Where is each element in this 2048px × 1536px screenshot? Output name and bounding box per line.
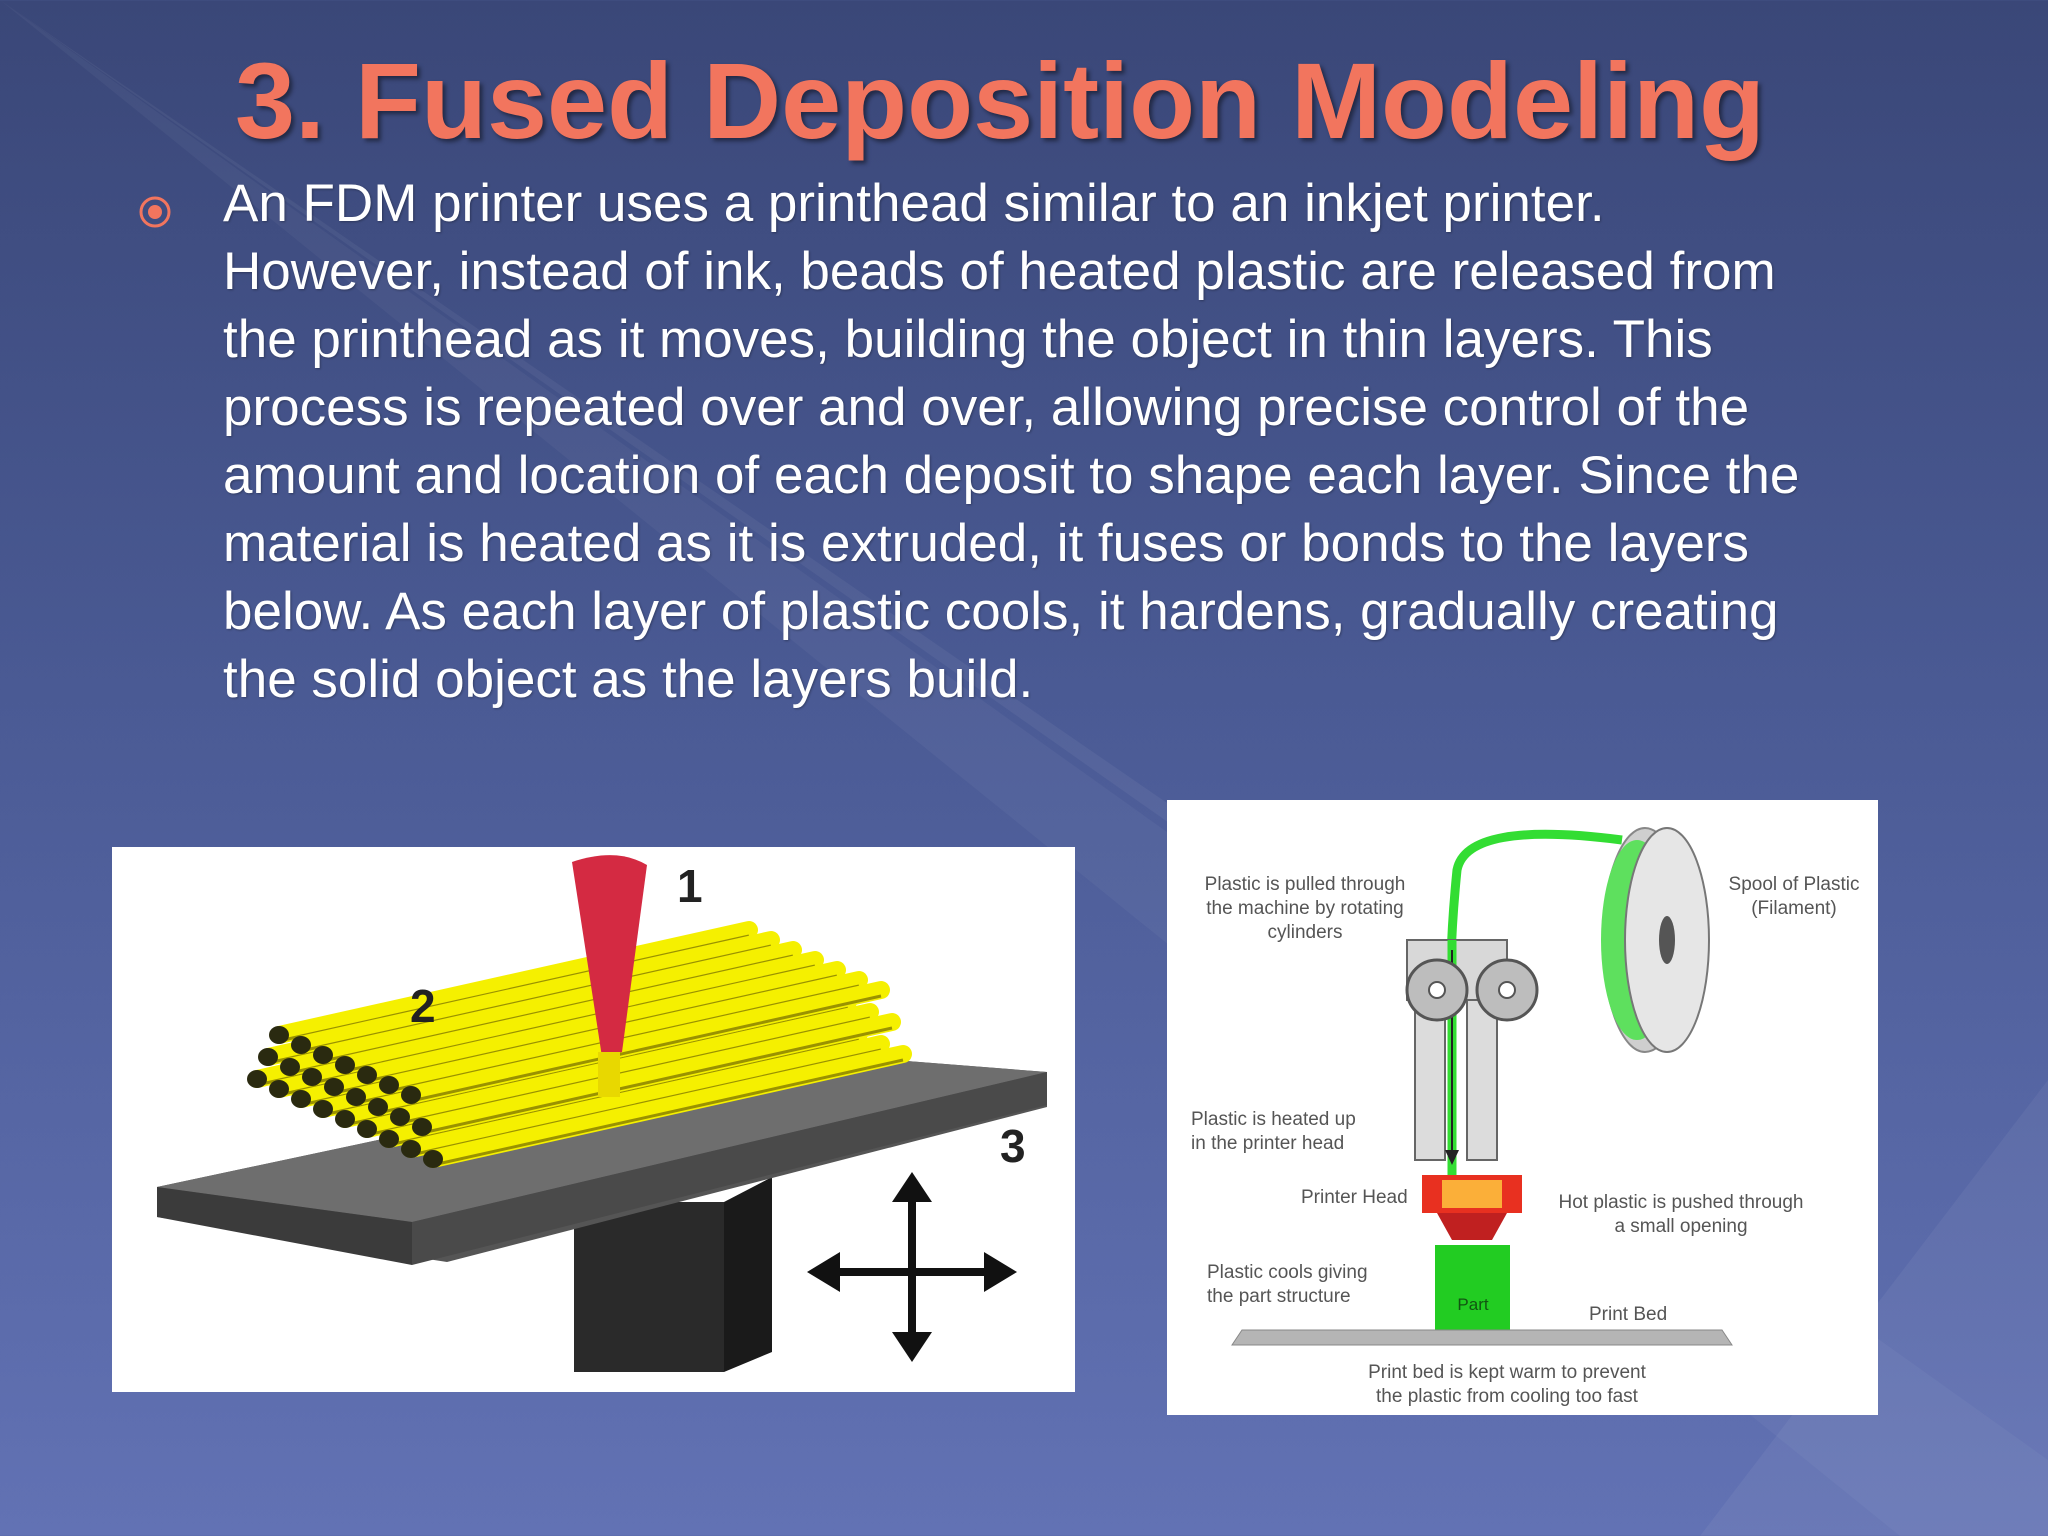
label-layers: 2: [410, 980, 436, 1032]
label-pulled-2: the machine by rotating: [1206, 898, 1404, 919]
label-warm-1: Print bed is kept warm to prevent: [1368, 1362, 1646, 1383]
label-heated-2: in the printer head: [1191, 1133, 1344, 1154]
label-spool-1: Spool of Plastic: [1729, 874, 1860, 895]
label-cools-2: the part structure: [1207, 1286, 1351, 1307]
fdm-process-diagram: Plastic is pulled through the machine by…: [1167, 800, 1878, 1415]
bullet-line: the printhead as it moves, building the …: [223, 310, 1713, 369]
label-printhead: 1: [677, 860, 703, 912]
fdm-rods-illustration: 1 2 3: [157, 855, 1047, 1372]
rod-end-cap: [401, 1140, 421, 1158]
plastic-rod-shade: [432, 1058, 904, 1167]
plastic-rod: [402, 1035, 890, 1158]
plastic-rod: [413, 1013, 901, 1136]
roller-cylinders: [1405, 958, 1539, 1022]
plastic-rod: [270, 921, 758, 1044]
rod-end-cap: [346, 1088, 366, 1106]
rod-end-cap: [368, 1098, 388, 1116]
rod-end-cap: [379, 1076, 399, 1094]
label-print-bed: Print Bed: [1589, 1304, 1667, 1325]
rod-end-cap: [280, 1058, 300, 1076]
rod-end-cap: [412, 1118, 432, 1136]
rod-end-cap: [247, 1070, 267, 1088]
plastic-layers: [247, 921, 912, 1168]
slide-title: 3. Fused Deposition Modeling: [234, 40, 1766, 161]
plastic-rod: [336, 951, 824, 1074]
plastic-rod: [292, 931, 780, 1054]
rod-end-cap: [269, 1026, 289, 1044]
rod-end-cap: [335, 1110, 355, 1128]
label-platform: 3: [1000, 1120, 1026, 1172]
bullet-line: below. As each layer of plastic cools, i…: [223, 582, 1779, 641]
bullet-line: An FDM printer uses a printhead similar …: [223, 174, 1605, 233]
plastic-rod: [424, 1045, 912, 1168]
label-printer-head: Printer Head: [1301, 1187, 1408, 1208]
rod-end-cap: [313, 1046, 333, 1064]
rod-end-cap: [324, 1078, 344, 1096]
label-spool-2: (Filament): [1751, 898, 1837, 919]
fdm-rods-figure: 1 2 3: [112, 847, 1075, 1392]
plastic-rod: [391, 1003, 879, 1126]
rod-end-cap: [379, 1130, 399, 1148]
rod-end-cap: [423, 1150, 443, 1168]
label-pulled-1: Plastic is pulled through: [1205, 874, 1406, 895]
label-heated-1: Plastic is heated up: [1191, 1109, 1356, 1130]
bullet-line: the solid object as the layers build.: [223, 650, 1034, 709]
plastic-rod: [402, 981, 890, 1104]
rod-end-cap: [269, 1080, 289, 1098]
fdm-process-illustration: Plastic is pulled through the machine by…: [1191, 827, 1860, 1407]
plastic-rod-shade: [410, 994, 882, 1103]
rod-end-cap: [313, 1100, 333, 1118]
label-hot-2: a small opening: [1614, 1216, 1747, 1237]
label-cools-1: Plastic cools giving: [1207, 1262, 1368, 1283]
printer-head: [1422, 1175, 1522, 1240]
rod-end-cap: [401, 1086, 421, 1104]
rod-end-cap: [291, 1036, 311, 1054]
rod-end-cap: [357, 1066, 377, 1084]
rod-end-cap: [390, 1108, 410, 1126]
label-hot-1: Hot plastic is pushed through: [1558, 1192, 1803, 1213]
label-warm-2: the plastic from cooling too fast: [1376, 1386, 1639, 1407]
print-bed: [1231, 1329, 1733, 1346]
target-bullet-icon: [139, 196, 171, 228]
rod-end-cap: [291, 1090, 311, 1108]
plastic-rod: [314, 941, 802, 1064]
label-part: Part: [1457, 1295, 1488, 1314]
plastic-rod-shade: [421, 1026, 893, 1135]
printed-part: [1435, 1245, 1510, 1330]
bullet-text: An FDM printer uses a printhead similar …: [223, 170, 2048, 714]
bullet-line: However, instead of ink, beads of heated…: [223, 242, 1776, 301]
rod-end-cap: [258, 1048, 278, 1066]
rod-end-cap: [357, 1120, 377, 1138]
printhead-nozzle: [572, 855, 647, 1057]
rod-end-cap: [302, 1068, 322, 1086]
pedestal: [574, 1202, 724, 1372]
bullet-line: amount and location of each deposit to s…: [223, 446, 1800, 505]
move-arrows-icon: [807, 1172, 1017, 1362]
bullet-line: material is heated as it is extruded, it…: [223, 514, 1750, 573]
label-pulled-3: cylinders: [1268, 922, 1343, 943]
bullet-line: process is repeated over and over, allow…: [223, 378, 1750, 437]
rod-end-cap: [335, 1056, 355, 1074]
filament-spool: [1601, 827, 1710, 1053]
